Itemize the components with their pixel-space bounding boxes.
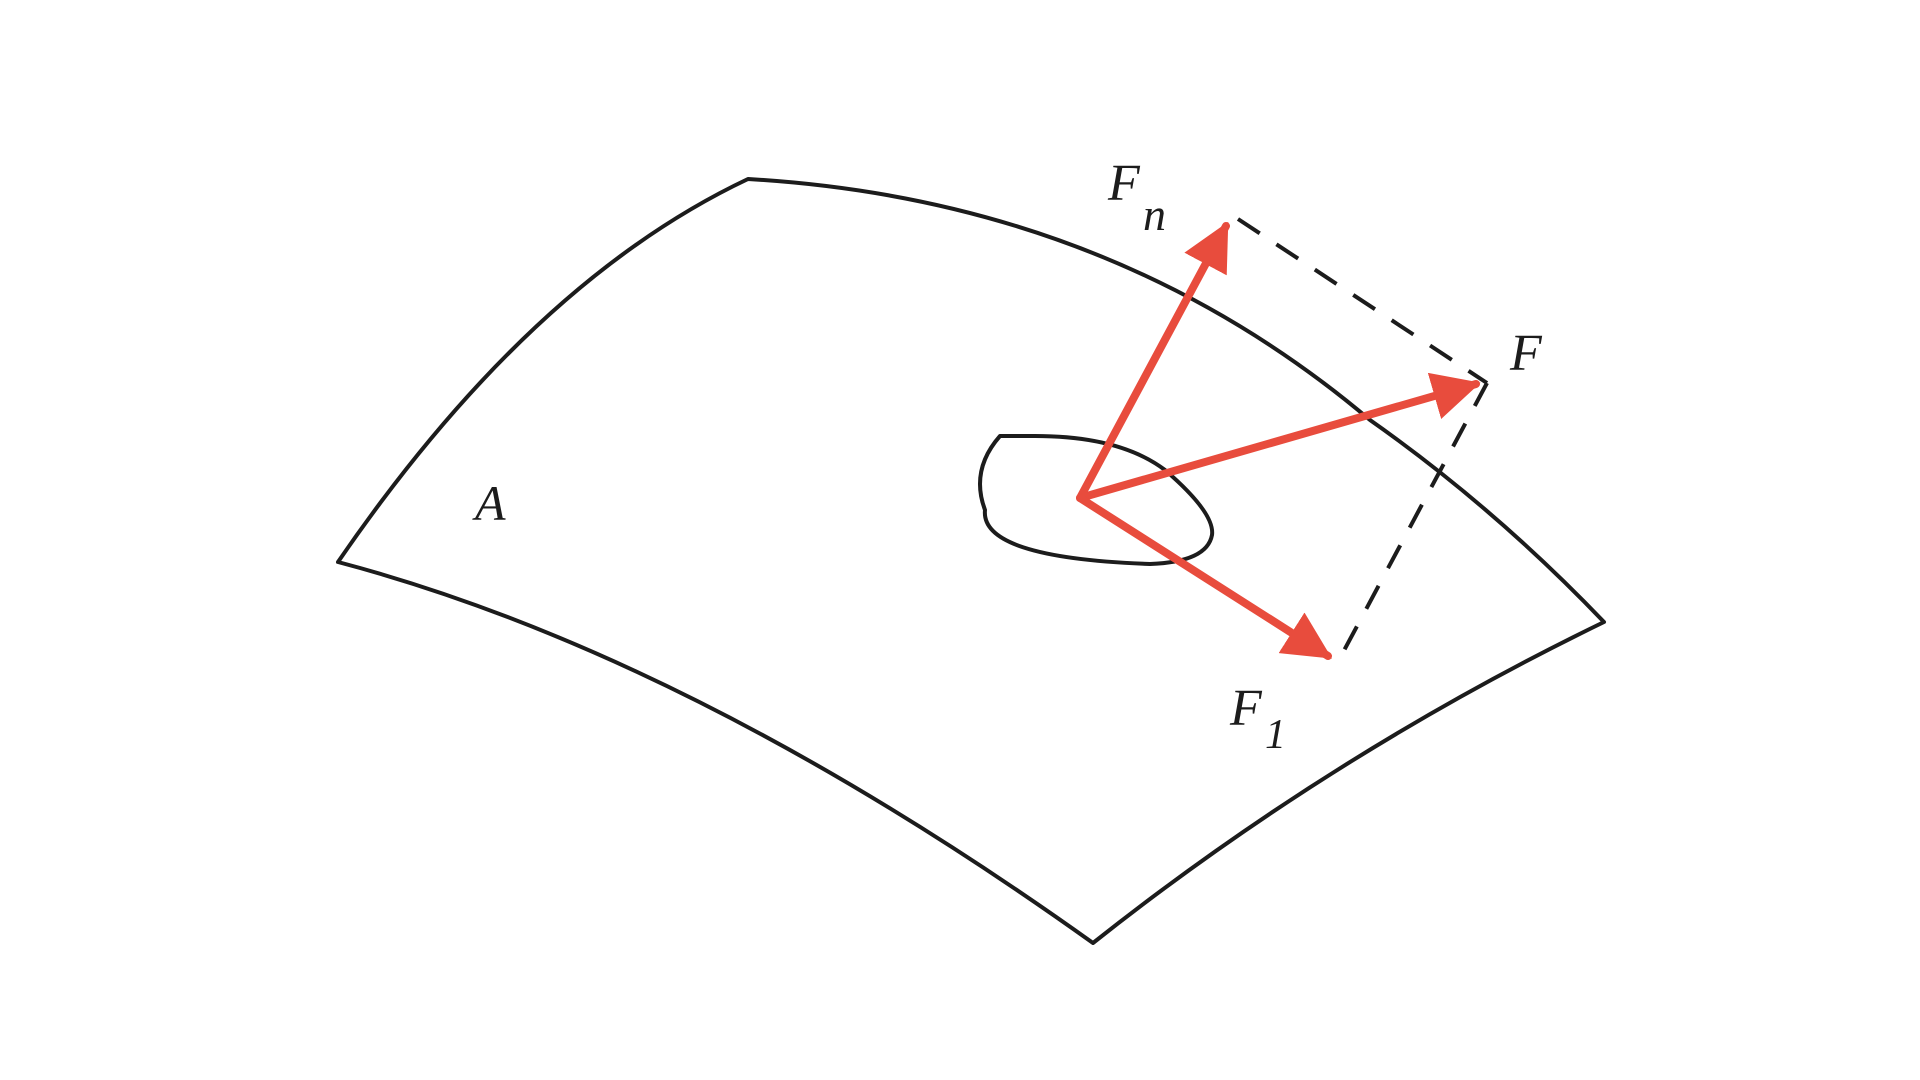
normal-force-subscript: n xyxy=(1143,189,1166,240)
normal-force-label: F xyxy=(1107,155,1141,212)
dashed-line-normal-to-force xyxy=(1236,217,1489,385)
dashed-line-force-to-tangential xyxy=(1338,382,1489,659)
tangential-force-vector xyxy=(1076,494,1333,660)
tangential-force-label: F xyxy=(1229,680,1263,737)
normal-force-vector xyxy=(1076,221,1230,502)
area-element-outline xyxy=(978,434,1215,566)
resultant-force-vector xyxy=(1076,372,1481,502)
surface-outline xyxy=(336,177,1606,945)
resultant-force-label: F xyxy=(1509,325,1543,382)
surface-label: A xyxy=(472,475,506,531)
tangential-force-subscript: 1 xyxy=(1265,712,1286,758)
